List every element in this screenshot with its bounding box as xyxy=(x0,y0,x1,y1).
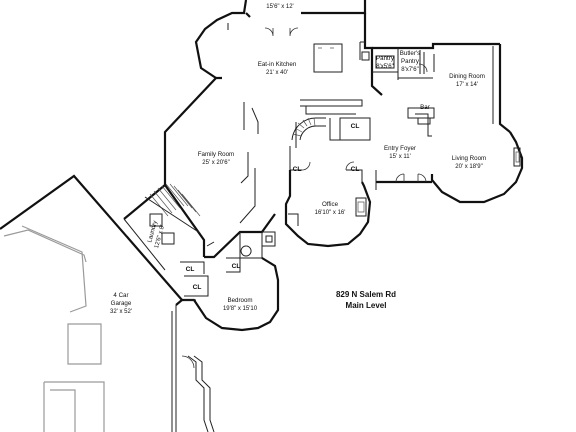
family-room-label: Family Room xyxy=(198,151,234,158)
garage-label-1: 4 Car xyxy=(113,292,128,299)
kitchen-dims: 21' x 40' xyxy=(266,70,288,76)
living-room-dims: 20' x 18'9" xyxy=(455,164,482,170)
butlers-pantry-label-1: Butler's xyxy=(400,50,420,57)
closet-label-6: CL xyxy=(193,284,202,291)
entry-foyer-dims: 15' x 11' xyxy=(389,154,411,160)
dining-room-dims: 17' x 14' xyxy=(456,82,478,88)
lower-path xyxy=(181,355,215,432)
dining-room-label: Dining Room xyxy=(449,73,485,80)
living-room-walls xyxy=(430,131,524,204)
pantry-label: Pantry xyxy=(376,55,395,62)
top-room-dims: 15'6" x 12' xyxy=(266,4,293,10)
dining-room-walls xyxy=(407,44,511,133)
butlers-pantry-label-2: Pantry xyxy=(401,58,420,65)
closet-label-5: CL xyxy=(232,263,241,270)
curved-staircase xyxy=(291,117,342,148)
bedroom-label: Bedroom xyxy=(227,297,252,304)
bedroom-walls xyxy=(182,257,280,332)
bar-label: Bar xyxy=(420,104,430,111)
office-dims: 16'10" x 16' xyxy=(315,210,346,216)
family-room-walls xyxy=(163,76,276,259)
butlers-pantry-dims: 8'x7'6" xyxy=(401,67,418,73)
closet-label-1: CL xyxy=(351,123,360,130)
plan-title-level: Main Level xyxy=(346,301,387,310)
kitchen-walls xyxy=(300,13,383,115)
closet-label-3: CL xyxy=(351,166,360,173)
bedroom-dims: 19'8" x 15'10 xyxy=(223,306,258,312)
entry-foyer-walls xyxy=(375,113,432,190)
garage-dims: 32' x 52' xyxy=(110,309,132,315)
living-room-label: Living Room xyxy=(452,155,486,162)
laundry-area xyxy=(123,183,206,271)
office-label: Office xyxy=(322,201,339,208)
garage-walls xyxy=(0,174,184,432)
kitchen-label: Eat-in Kitchen xyxy=(258,61,297,68)
pantry-walls xyxy=(372,42,500,80)
office-walls xyxy=(284,170,372,248)
entry-foyer-label: Entry Foyer xyxy=(384,145,416,152)
family-room-dims: 25' x 20'6" xyxy=(202,160,229,166)
bath-closets xyxy=(180,231,276,297)
center-closets xyxy=(289,117,371,182)
garage-label-2: Garage xyxy=(111,300,132,307)
pantry-dims: 8'x5'6" xyxy=(376,64,393,70)
plan-title-address: 829 N Salem Rd xyxy=(336,290,396,299)
closet-label-4: CL xyxy=(186,266,195,273)
closet-label-2: CL xyxy=(293,166,302,173)
